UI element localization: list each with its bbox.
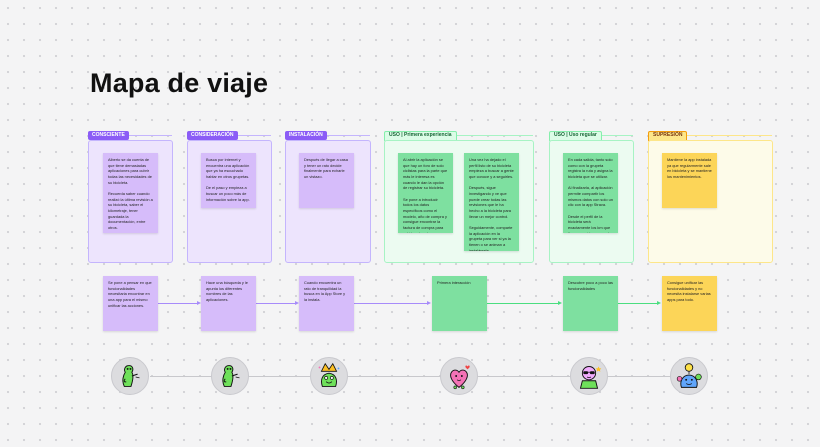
summary-note[interactable]: Consigue unificar las funcionalidades y … [662, 276, 717, 331]
stage-line [590, 135, 633, 136]
summary-note[interactable]: Descubre poco a poco las funcionalidades [563, 276, 618, 331]
summary-note[interactable]: Primera interacción [432, 276, 487, 331]
stage-line [440, 135, 533, 136]
stage-line [228, 135, 271, 136]
sticky-note[interactable]: Después de llegar a casa y tener un rato… [299, 153, 354, 208]
page-title: Mapa de viaje [90, 68, 269, 98]
stage-tag-consideracion: CONSIDERACIÓN [187, 131, 238, 140]
stage-line [119, 135, 172, 136]
pointing-character-icon [111, 357, 149, 395]
persona-connector [478, 376, 570, 377]
sunglasses-character-icon [570, 357, 608, 395]
persona-connector [348, 376, 440, 377]
stage-line [320, 135, 370, 136]
stage-tag-instalacion: INSTALACIÓN [285, 131, 327, 140]
connector-line [256, 303, 296, 304]
arrowhead [657, 301, 661, 305]
stage-tag-consciente: CONSCIENTE [88, 131, 129, 140]
arrowhead [558, 301, 562, 305]
arrowhead [427, 301, 431, 305]
sticky-note[interactable]: Busca por internet y encuentra una aplic… [201, 153, 256, 208]
sticky-note[interactable]: Alberto se da cuenta de que tiene demasi… [103, 153, 158, 233]
summary-note[interactable]: Hace una búsqueda y le apunta los difere… [201, 276, 256, 331]
heart-character-icon [440, 357, 478, 395]
sticky-note[interactable]: Mantiene la app instalada ya que regular… [662, 153, 717, 208]
summary-note[interactable]: Se pone a pensar en que funcionalidades … [103, 276, 158, 331]
sticky-note[interactable]: Una vez ha dejado el perfil listo de su … [464, 153, 519, 251]
sticky-note[interactable]: En cada salida, tanto solo como con la g… [563, 153, 618, 233]
stage-line [676, 135, 772, 136]
arrowhead [295, 301, 299, 305]
sticky-note[interactable]: Al abrir la aplicación se que hay un for… [398, 153, 453, 233]
arrowhead [197, 301, 201, 305]
connector-line [158, 303, 198, 304]
connector-line [487, 303, 559, 304]
pointing-character-icon [211, 357, 249, 395]
celebrating-character-icon [310, 357, 348, 395]
connector-line [618, 303, 658, 304]
idea-character-icon [670, 357, 708, 395]
connector-line [354, 303, 428, 304]
summary-note[interactable]: Cuando encuentra un rato de tranquilidad… [299, 276, 354, 331]
persona-connector [608, 376, 670, 377]
